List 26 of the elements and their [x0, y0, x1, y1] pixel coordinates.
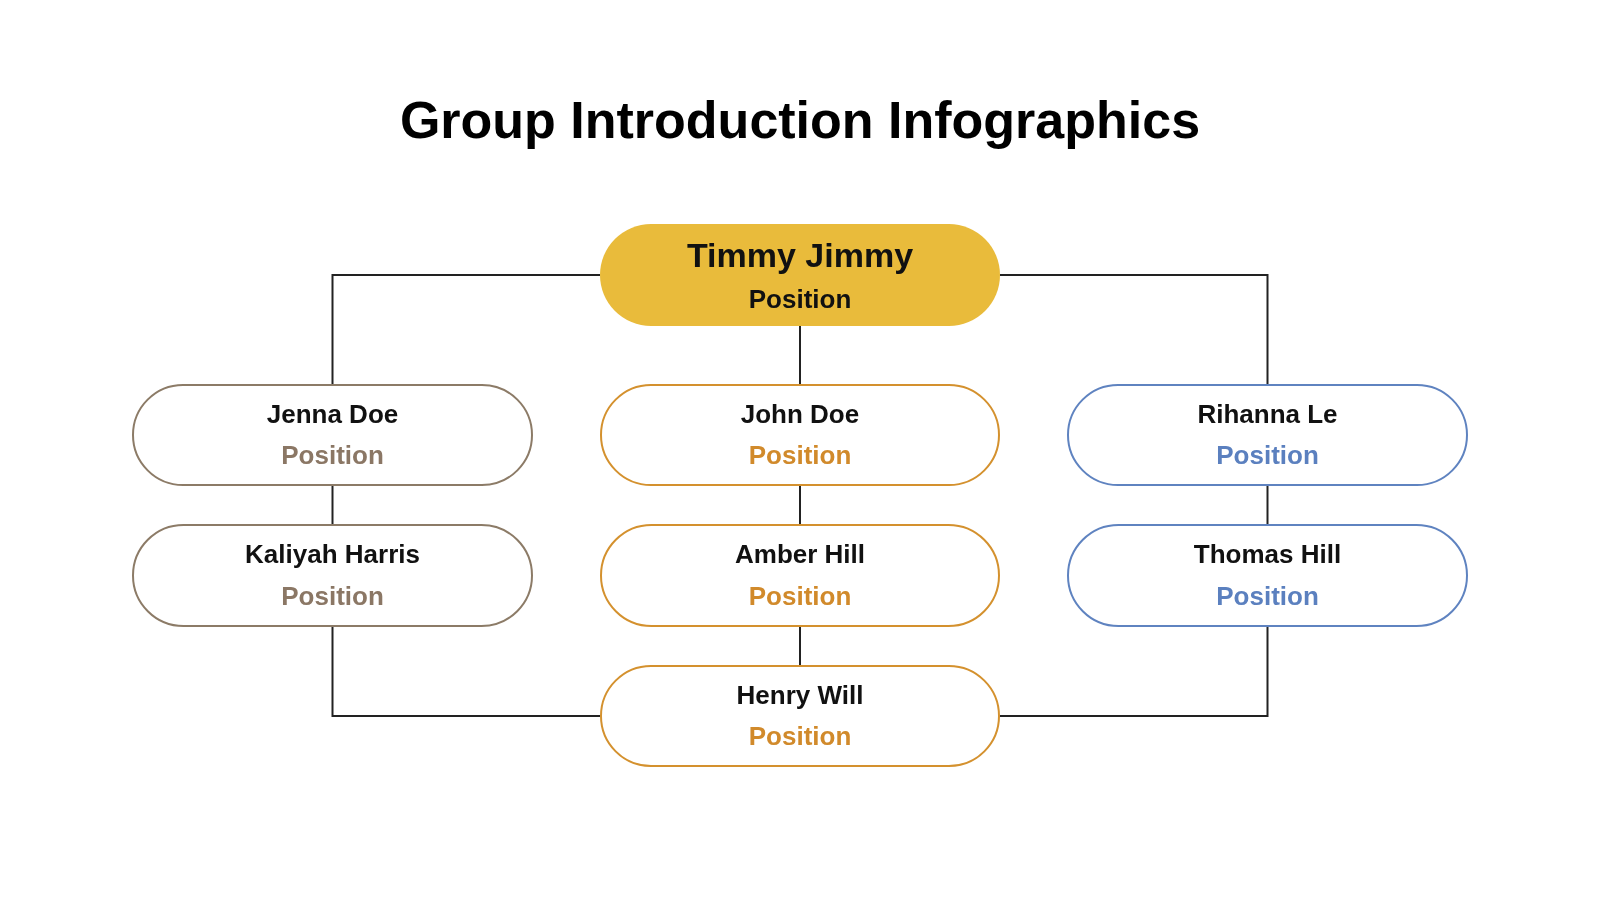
connector-line	[331, 626, 601, 717]
member-name: Thomas Hill	[1193, 539, 1342, 571]
position-label: Position	[748, 721, 852, 753]
member-name: Henry Will	[736, 679, 864, 711]
position-label: Position	[748, 580, 852, 612]
position-label: Position	[748, 440, 852, 472]
member-name: Amber Hill	[735, 539, 865, 571]
member-name: Rihanna Le	[1197, 398, 1338, 430]
member-name: John Doe	[740, 398, 860, 430]
connector-line	[799, 485, 801, 525]
connector-line	[799, 325, 801, 385]
slide-title: Group Introduction Infographics	[399, 90, 1201, 150]
position-label: Position	[281, 580, 384, 612]
member-name: Jenna Doe	[266, 398, 399, 430]
connector-line	[331, 274, 601, 385]
connector-line	[999, 626, 1269, 717]
position-label: Position	[281, 440, 384, 472]
position-label: Position	[1216, 440, 1319, 472]
connector-line	[331, 485, 334, 525]
member-name: Timmy Jimmy	[686, 235, 914, 276]
member-name: Kaliyah Harris	[245, 539, 420, 571]
connector-line	[799, 626, 801, 666]
position-label: Position	[1216, 580, 1319, 612]
position-label: Position	[748, 283, 852, 315]
connector-line	[999, 274, 1269, 385]
connector-line	[1266, 485, 1269, 525]
